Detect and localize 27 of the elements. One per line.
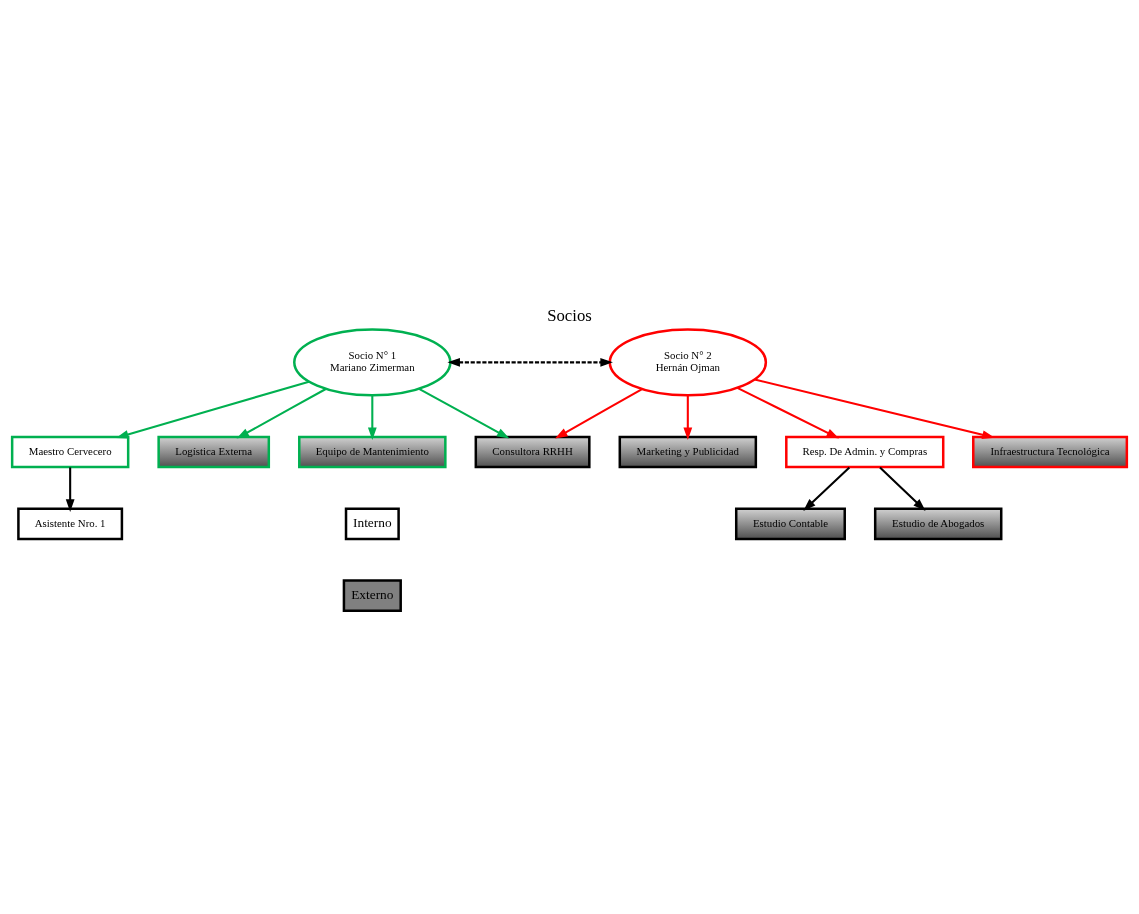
arrow [803, 466, 851, 511]
legend-label: Interno [353, 514, 392, 530]
legend-label: Externo [351, 586, 394, 602]
arrow [236, 387, 327, 439]
node-box: Infraestructura Tecnológica [972, 435, 1129, 468]
node-box: Estudio de Abogados [873, 507, 1003, 540]
arrow [65, 466, 75, 512]
node-box: Marketing y Publicidad [618, 435, 758, 468]
node-box: Asistente Nro. 1 [17, 507, 124, 540]
arrow [879, 466, 926, 511]
node-ellipse: Socio N° 2 Hernán Ojman [608, 327, 768, 397]
node-box: Maestro Cervecero [10, 435, 130, 468]
arrow [555, 387, 643, 439]
arrow [367, 395, 377, 440]
arrow [115, 380, 310, 439]
node-ellipse: Socio N° 1 Mariano Zimerman [293, 327, 452, 397]
node-box: Equipo de Mantenimiento [298, 435, 447, 468]
arrow [447, 357, 613, 367]
node-box: Logística Externa [157, 435, 271, 468]
arrow [683, 395, 693, 440]
node-box: Consultora RRHH [474, 435, 591, 468]
arrow [736, 386, 840, 438]
arrow [418, 387, 510, 439]
node-box: Estudio Contable [734, 507, 846, 540]
arrow [754, 377, 995, 439]
diagram-title: Socios [547, 305, 592, 325]
node-box: Resp. De Admin. y Compras [785, 435, 945, 468]
